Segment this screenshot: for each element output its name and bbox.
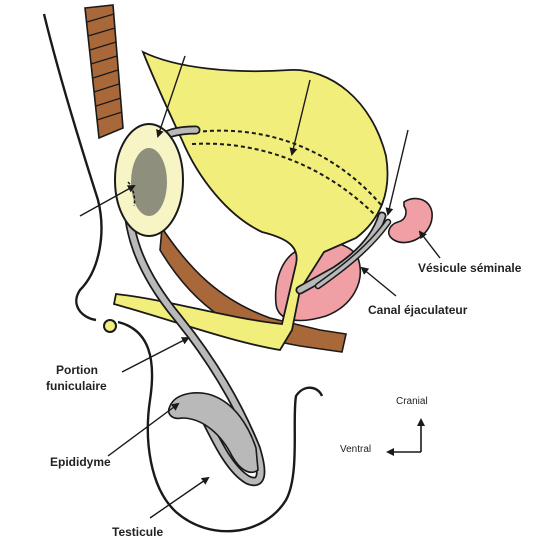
leader-to-bladder-section	[156, 55, 186, 138]
label-epididyme: Epididyme	[50, 455, 111, 469]
leader-portion	[121, 337, 190, 373]
leader-to-cross-section-center	[79, 185, 136, 217]
label-canal-ejaculateur: Canal éjaculateur	[368, 303, 468, 317]
rectum-band	[84, 4, 124, 140]
duct-dotted-line-1	[195, 129, 383, 207]
penis-tip	[103, 319, 117, 333]
leader-to-prostate	[385, 129, 409, 216]
leader-testicule	[149, 476, 210, 519]
bladder-cross-section-center	[131, 148, 167, 216]
seminal-vesicle	[387, 197, 433, 244]
label-ventral: Ventral	[340, 444, 371, 455]
label-portion: Portion	[56, 363, 98, 377]
leader-epididyme	[107, 402, 180, 457]
label-testicule: Testicule	[112, 525, 163, 539]
label-cranial: Cranial	[396, 396, 428, 407]
label-funiculaire: funiculaire	[46, 379, 107, 393]
leader-vesicule	[418, 230, 441, 259]
body-outline-front	[42, 13, 103, 322]
epididymis	[167, 392, 259, 474]
scrotum-outline	[117, 320, 324, 533]
rectum-stripes	[86, 13, 123, 121]
leader-to-bladder	[289, 79, 311, 156]
leader-canal	[360, 266, 397, 297]
orientation-indicator: Cranial Ventral	[340, 396, 428, 456]
label-vesicule-seminale: Vésicule séminale	[418, 261, 522, 275]
